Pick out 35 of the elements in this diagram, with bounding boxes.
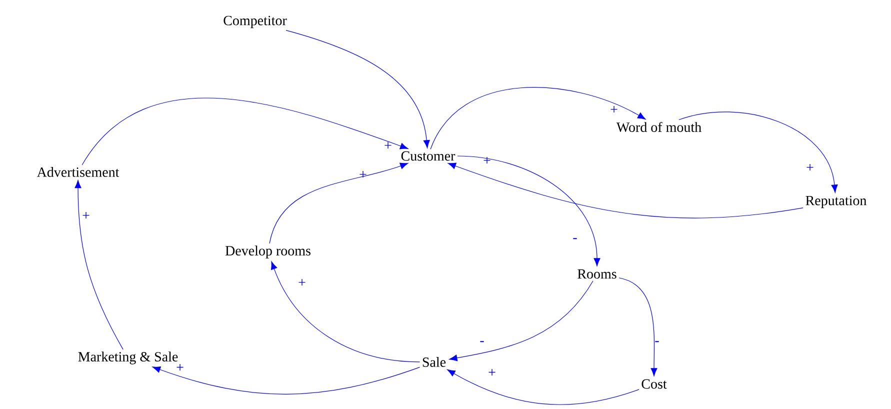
polarity-sign: + [806,164,814,171]
variable-label: Cost [642,379,667,389]
polarity-sign: + [610,106,618,113]
arrow [449,280,594,362]
arrow [269,162,408,244]
variable-label: Marketing & Sale [78,352,178,364]
arrow [457,156,600,266]
polarity-sign: - [573,238,577,240]
variable-label: Competitor [224,16,287,28]
variable-label: Reputation [806,196,867,208]
polarity-sign: + [488,369,496,376]
polarity-sign: + [384,142,392,149]
arrow [430,87,646,150]
arrow [678,112,838,193]
variable-label: Rooms [578,269,616,279]
variable-label: Customer [401,151,456,161]
polarity-sign: + [360,171,366,178]
polarity-sign: + [82,212,90,219]
arrow [74,180,124,350]
arrow [271,261,420,362]
polarity-sign: + [298,279,306,286]
polarity-sign: - [480,341,484,342]
variable-label: Advertisement [36,167,120,177]
arrow [618,278,658,376]
arrow [286,30,430,148]
polarity-sign: + [484,157,490,164]
variable-label: Sale [422,357,446,367]
arrow [152,366,420,394]
polarity-sign: + [176,364,184,371]
arrow [448,162,804,218]
variable-label: Develop rooms [225,246,310,258]
arrow [82,98,408,166]
arrow [447,369,640,405]
polarity-sign: - [655,341,659,342]
variable-label: Word of mouth [616,122,702,132]
